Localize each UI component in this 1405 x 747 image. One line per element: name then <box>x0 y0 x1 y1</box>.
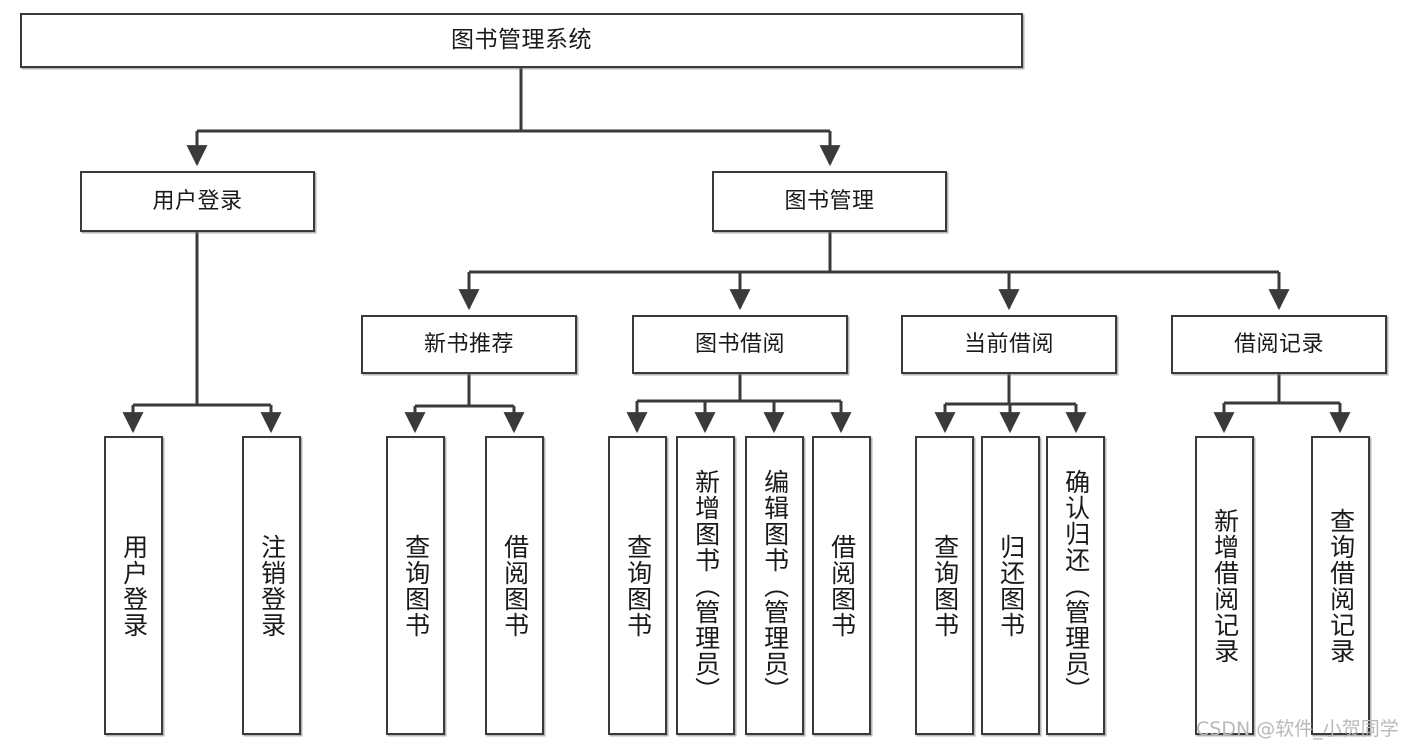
node-label: 当前借阅 <box>963 331 1054 357</box>
leaf-add-borrow-record[interactable]: 新增借阅记录 <box>1195 436 1254 735</box>
leaf-logout[interactable]: 注销登录 <box>242 436 301 735</box>
node-label: 用户登录 <box>119 533 149 638</box>
node-book-borrow[interactable]: 图书借阅 <box>632 315 848 374</box>
node-label: 注销登录 <box>257 533 287 638</box>
node-borrow-records[interactable]: 借阅记录 <box>1171 315 1387 374</box>
node-new-book-recommend[interactable]: 新书推荐 <box>361 315 577 374</box>
node-book-management[interactable]: 图书管理 <box>712 171 947 232</box>
node-label: 查询图书 <box>401 533 431 638</box>
node-label: 编辑图书（管理员） <box>760 468 790 703</box>
leaf-query-borrow-record[interactable]: 查询借阅记录 <box>1311 436 1370 735</box>
node-label: 查询图书 <box>930 533 960 638</box>
node-label: 查询借阅记录 <box>1326 507 1356 664</box>
node-root-system[interactable]: 图书管理系统 <box>20 13 1023 68</box>
csdn-watermark: CSDN @软件_小贺同学 <box>1196 718 1399 740</box>
leaf-edit-book-admin[interactable]: 编辑图书（管理员） <box>745 436 804 735</box>
node-label: 确认归还（管理员） <box>1061 468 1091 703</box>
node-label: 查询图书 <box>623 533 653 638</box>
node-label: 借阅记录 <box>1233 331 1324 357</box>
node-label: 用户登录 <box>152 188 243 214</box>
leaf-query-book-borrow[interactable]: 查询图书 <box>608 436 667 735</box>
node-label: 图书管理系统 <box>451 26 592 53</box>
leaf-confirm-return-admin[interactable]: 确认归还（管理员） <box>1046 436 1105 735</box>
node-label: 新增图书（管理员） <box>691 468 721 703</box>
node-current-borrow[interactable]: 当前借阅 <box>901 315 1117 374</box>
node-user-login[interactable]: 用户登录 <box>80 171 315 232</box>
leaf-query-book-new[interactable]: 查询图书 <box>386 436 445 735</box>
node-label: 图书借阅 <box>694 331 785 357</box>
node-label: 借阅图书 <box>827 533 857 638</box>
leaf-borrow-book[interactable]: 借阅图书 <box>812 436 871 735</box>
node-label: 图书管理 <box>784 188 875 214</box>
leaf-borrow-book-new[interactable]: 借阅图书 <box>485 436 544 735</box>
leaf-add-book-admin[interactable]: 新增图书（管理员） <box>676 436 735 735</box>
leaf-query-book-current[interactable]: 查询图书 <box>915 436 974 735</box>
node-label: 新增借阅记录 <box>1210 507 1240 664</box>
leaf-user-login[interactable]: 用户登录 <box>104 436 163 735</box>
node-label: 归还图书 <box>996 533 1026 638</box>
node-label: 借阅图书 <box>500 533 530 638</box>
node-label: 新书推荐 <box>423 331 514 357</box>
leaf-return-book[interactable]: 归还图书 <box>981 436 1040 735</box>
